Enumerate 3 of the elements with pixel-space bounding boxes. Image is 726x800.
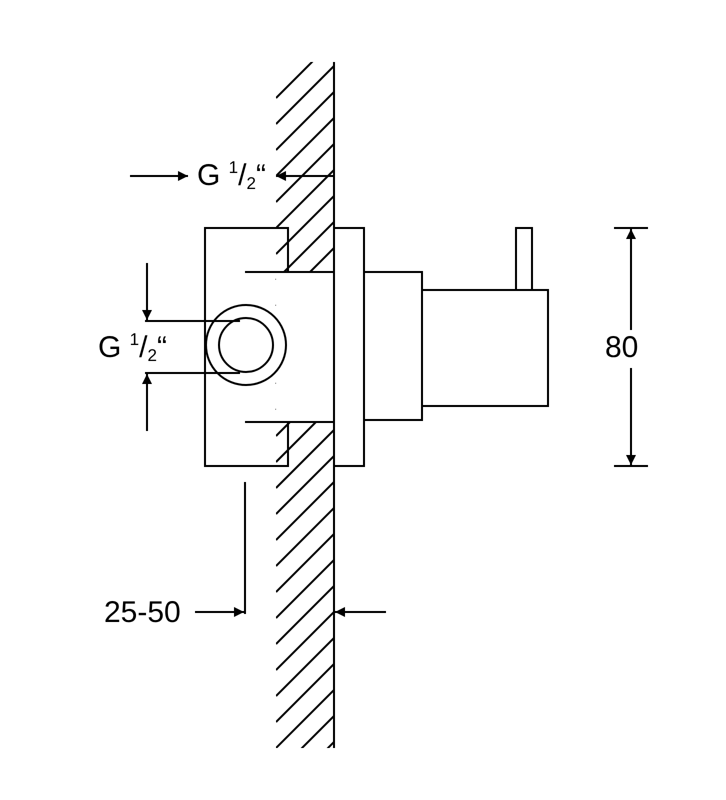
thread-size-label: G $^{1}$/$_{2}$“: [197, 159, 266, 193]
dimension-label: 25-50: [104, 596, 181, 630]
thread-size-label: G $^{1}$/$_{2}$“: [98, 331, 167, 365]
